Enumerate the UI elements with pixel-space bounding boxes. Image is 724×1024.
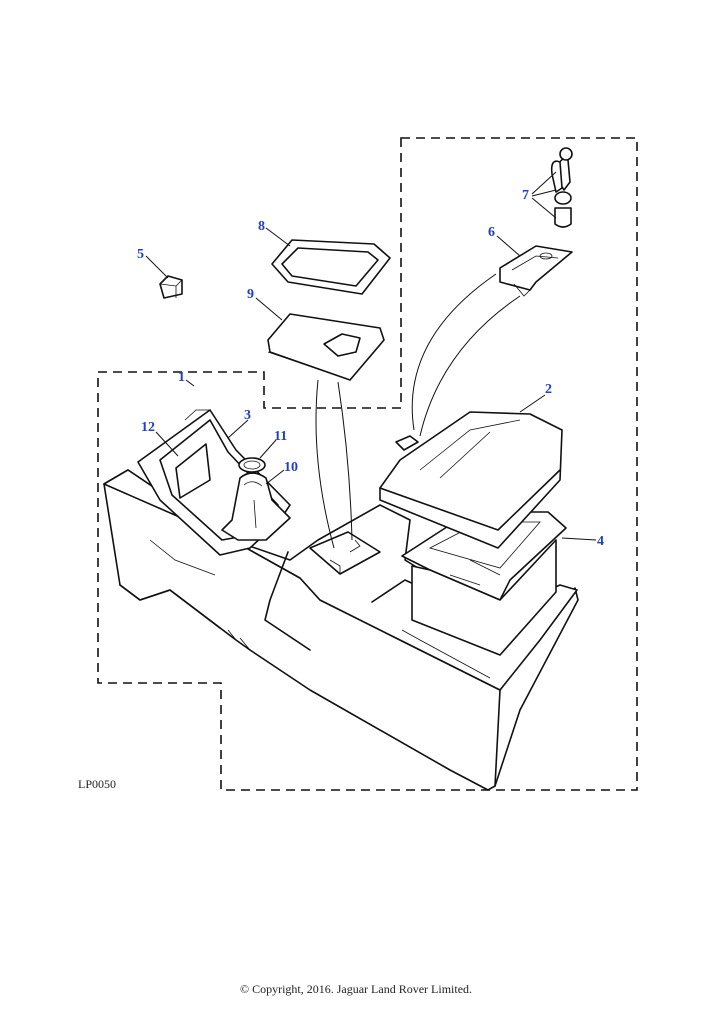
callout-11: 11	[274, 429, 287, 444]
callout-12: 12	[141, 420, 155, 435]
guide-curve	[315, 379, 335, 549]
switch-panel	[175, 443, 211, 499]
cup-holder-insert	[267, 313, 385, 381]
clip	[159, 275, 183, 299]
callout-5: 5	[137, 247, 144, 262]
callout-4: 4	[597, 534, 604, 549]
callout-3: 3	[244, 408, 251, 423]
copyright-notice: © Copyright, 2016. Jaguar Land Rover Lim…	[239, 982, 473, 996]
assembly-boundary-right	[97, 137, 638, 791]
callout-6: 6	[488, 225, 495, 240]
lock-and-keys	[550, 147, 573, 228]
guide-curve	[337, 381, 353, 541]
guide-curve	[419, 295, 521, 437]
seal-ring	[271, 239, 391, 295]
armrest-lid	[379, 411, 563, 549]
callout-7: 7	[522, 188, 529, 203]
guide-curve	[411, 273, 497, 431]
callout-8: 8	[258, 219, 265, 234]
gaiter-ring	[238, 457, 266, 473]
storage-bin	[401, 511, 567, 656]
callout-9: 9	[247, 287, 254, 302]
callout-10: 10	[284, 460, 298, 475]
lock-plate	[499, 245, 573, 297]
callout-1: 1	[178, 370, 185, 385]
diagram-reference: LP0050	[78, 777, 116, 791]
lid-catch-clip	[395, 435, 419, 451]
callout-2: 2	[545, 382, 552, 397]
leader-lines	[145, 171, 597, 541]
gear-gaiter	[221, 472, 291, 541]
